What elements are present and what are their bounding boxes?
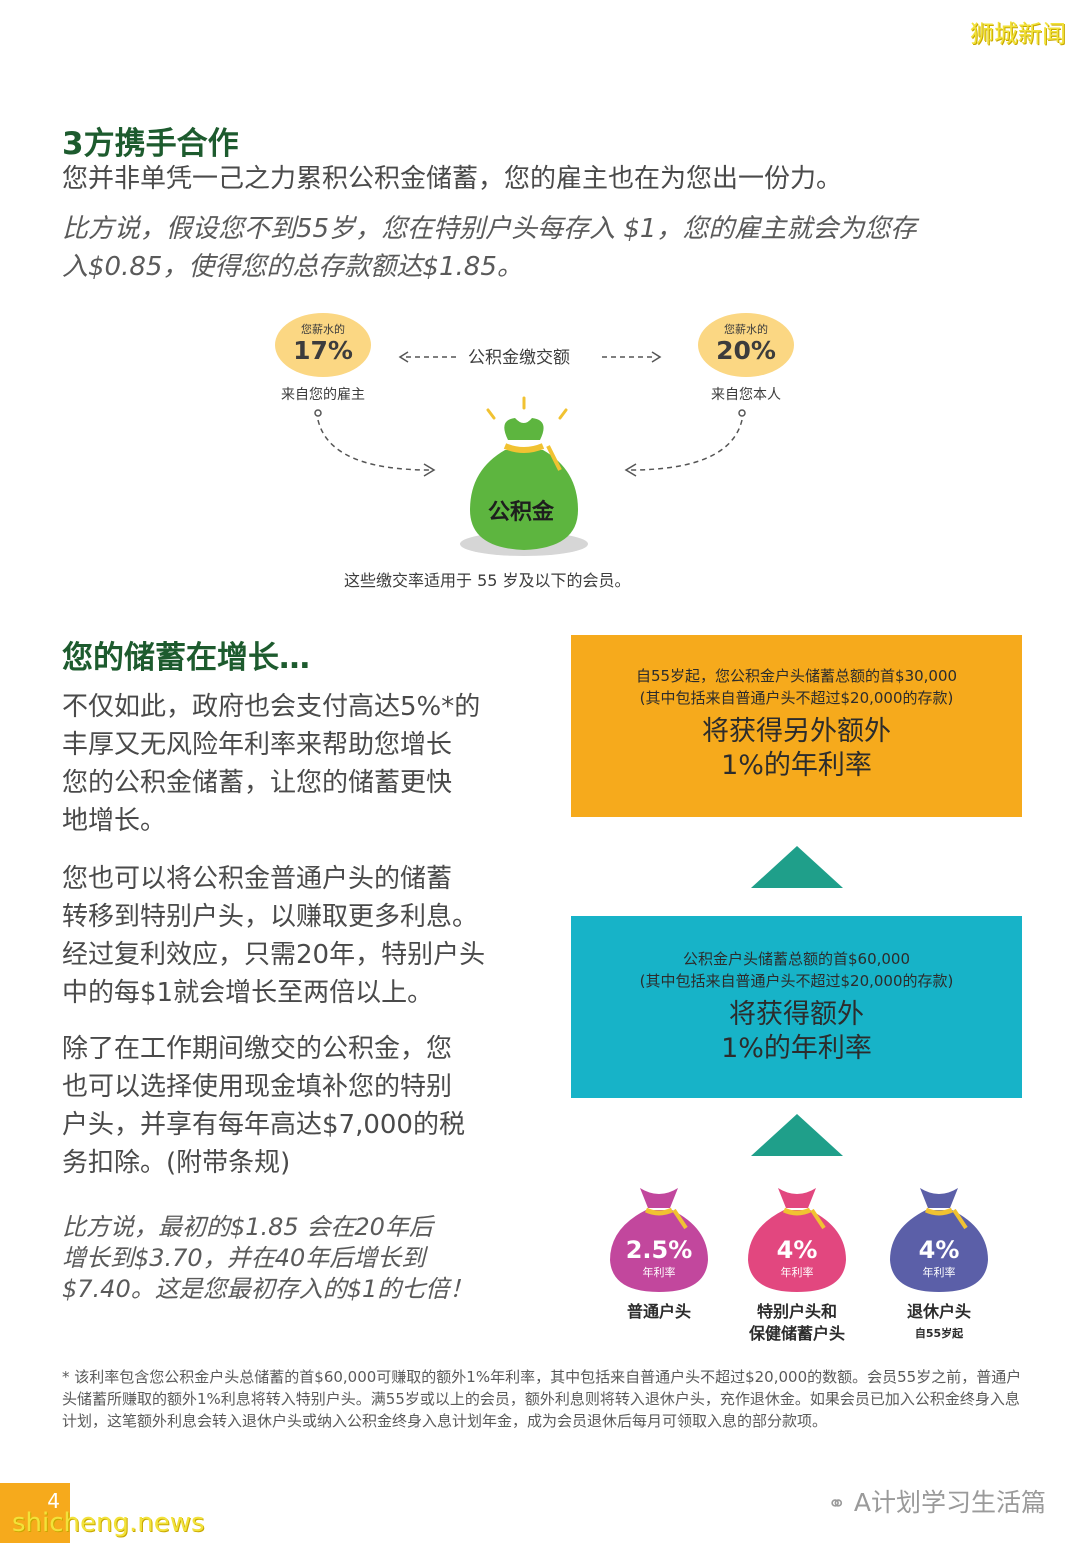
para3-line: 也可以选择使用现金填补您的特别	[62, 1072, 453, 1102]
orange-line2: (其中包括来自普通户头不超过$20,000的存款)	[639, 689, 954, 707]
para2-line: 转移到特别户头，以赚取更多利息。	[62, 902, 479, 932]
para2-line: 中的每$1就会增长至两倍以上。	[62, 978, 434, 1008]
para2-line: 您也可以将公积金普通户头的储蓄	[62, 864, 453, 894]
teal-line2: (其中包括来自普通户头不超过$20,000的存款)	[639, 972, 954, 990]
section1-title: 3方携手合作	[62, 126, 239, 162]
left-dot	[314, 409, 322, 417]
retirement-label-text: 退休户头	[906, 1302, 971, 1321]
self-rate-pct: 20%	[716, 336, 776, 365]
section1-line1: 您并非单凭一己之力累积公积金储蓄，您的雇主也在为您出一份力。	[62, 164, 843, 194]
retirement-pct: 4%	[918, 1236, 960, 1264]
teal-line1: 公积金户头储蓄总额的首$60,000	[682, 950, 911, 968]
ordinary-label: 普通户头	[600, 1301, 718, 1323]
left-curve-arrow	[317, 419, 431, 471]
ordinary-sub: 年利率	[642, 1266, 676, 1279]
para3-line: 务扣除。(附带条规)	[62, 1148, 291, 1178]
retirement-label: 退休户头 自55岁起	[880, 1301, 998, 1345]
left-curve-head	[423, 463, 436, 477]
employer-rate-pct: 17%	[293, 336, 353, 365]
para1-line: 不仅如此，政府也会支付高达5%*的	[62, 692, 481, 722]
employer-caption: 来自您的雇主	[281, 387, 365, 403]
self-rate-circle: 您薪水的 20%	[698, 313, 794, 377]
page-number: 4	[0, 1483, 70, 1543]
teal-big1: 将获得额外	[729, 999, 864, 1030]
employer-rate-small: 您薪水的	[301, 323, 345, 336]
wechat-watermark: ⚭ A计划学习生活篇	[828, 1483, 1047, 1519]
para1-line: 您的公积金储蓄，让您的储蓄更快	[62, 768, 453, 798]
special-label: 特别户头和 保健储蓄户头	[732, 1301, 862, 1345]
ordinary-pct: 2.5%	[625, 1236, 693, 1264]
section1-italic1: 比方说，假设您不到55岁，您在特别户头每存入 $1，您的雇主就会为您存	[62, 214, 917, 244]
teal-big2: 1%的年利率	[721, 1033, 872, 1064]
watermark-top: 狮城新闻	[970, 20, 1066, 48]
ordinary-rate: 2.5% 年利率	[610, 1236, 708, 1280]
special-label-text2: 保健储蓄户头	[748, 1324, 845, 1343]
retirement-rate: 4% 年利率	[890, 1236, 988, 1280]
left-arrowhead	[398, 351, 409, 363]
retirement-label-sub: 自55岁起	[914, 1327, 964, 1340]
retirement-sub: 年利率	[922, 1266, 956, 1279]
footnote: * 该利率包含您公积金户头总储蓄的首$60,000可赚取的额外1%年利率，其中包…	[62, 1368, 1022, 1430]
orange-interest-box: 自55岁起，您公积金户头储蓄总额的首$30,000 (其中包括来自普通户头不超过…	[571, 635, 1022, 817]
wechat-icon: ⚭	[827, 1492, 846, 1517]
site-watermark: shicheng.news	[12, 1508, 205, 1538]
special-pct: 4%	[776, 1236, 818, 1264]
right-dot	[738, 409, 746, 417]
para3-line: 户头，并享有每年高达$7,000的税	[62, 1110, 465, 1140]
section2-para1: 不仅如此，政府也会支付高达5%*的 丰厚又无风险年利率来帮助您增长 您的公积金储…	[62, 688, 532, 840]
orange-big2: 1%的年利率	[721, 750, 872, 781]
section2-italic: 比方说，最初的$1.85 会在20年后 增长到$3.70，并在40年后增长到 $…	[62, 1212, 532, 1305]
para1-line: 地增长。	[62, 806, 167, 836]
italic-line: 增长到$3.70，并在40年后增长到	[62, 1244, 426, 1272]
special-sub: 年利率	[780, 1266, 814, 1279]
special-rate: 4% 年利率	[748, 1236, 846, 1280]
section2-para2: 您也可以将公积金普通户头的储蓄 转移到特别户头，以赚取更多利息。 经过复利效应，…	[62, 860, 532, 1012]
self-caption: 来自您本人	[711, 387, 781, 403]
section1-italic2: 入$0.85，使得您的总存款额达$1.85。	[62, 252, 523, 282]
self-rate-small: 您薪水的	[724, 323, 768, 336]
ordinary-bag-icon	[610, 1188, 708, 1292]
right-curve-arrow	[629, 419, 743, 471]
up-triangle-icon	[751, 1114, 843, 1156]
special-bag-icon	[748, 1188, 846, 1292]
retirement-bag-icon	[890, 1188, 988, 1292]
interest-bags	[610, 1188, 988, 1292]
contribution-diagram-arrows	[314, 351, 746, 556]
employer-rate-circle: 您薪水的 17%	[275, 313, 371, 377]
italic-line: $7.40。这是您最初存入的$1的七倍！	[62, 1275, 474, 1303]
teal-interest-box: 公积金户头储蓄总额的首$60,000 (其中包括来自普通户头不超过$20,000…	[571, 916, 1022, 1098]
cpf-bag-icon	[460, 396, 588, 556]
orange-line1: 自55岁起，您公积金户头储蓄总额的首$30,000	[635, 667, 958, 685]
para1-line: 丰厚又无风险年利率来帮助您增长	[62, 730, 453, 760]
right-curve-head	[624, 463, 637, 477]
para3-line: 除了在工作期间缴交的公积金，您	[62, 1034, 453, 1064]
italic-line: 比方说，最初的$1.85 会在20年后	[62, 1213, 433, 1241]
special-label-text: 特别户头和	[756, 1302, 837, 1321]
diagram-note: 这些缴交率适用于 55 岁及以下的会员。	[344, 571, 631, 590]
ordinary-label-text: 普通户头	[626, 1302, 691, 1321]
up-triangle-icon	[751, 846, 843, 888]
contribution-label: 公积金缴交额	[468, 348, 570, 368]
wechat-watermark-text: A计划学习生活篇	[853, 1488, 1046, 1517]
section2-title: 您的储蓄在增长…	[62, 640, 310, 676]
orange-big1: 将获得另外额外	[702, 716, 891, 747]
section2-para3: 除了在工作期间缴交的公积金，您 也可以选择使用现金填补您的特别 户头，并享有每年…	[62, 1030, 532, 1182]
cpf-bag-label: 公积金	[488, 500, 555, 525]
right-arrowhead	[651, 351, 662, 363]
para2-line: 经过复利效应，只需20年，特别户头	[62, 940, 486, 970]
